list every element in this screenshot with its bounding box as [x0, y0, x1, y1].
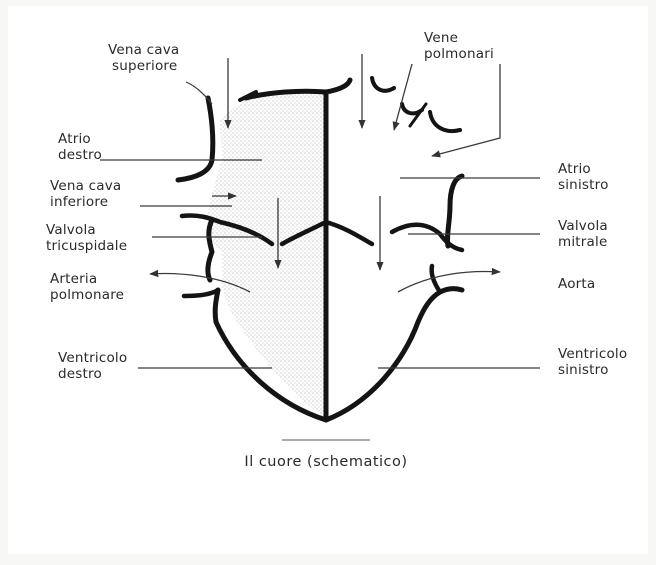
label-vena-cava-inferiore-2: inferiore: [50, 194, 108, 210]
left-ventricle-outer-wall: [326, 289, 462, 420]
label-ventricolo-sinistro-2: sinistro: [558, 362, 609, 378]
label-vena-cava-superiore-1: Vena cava: [108, 42, 179, 58]
label-valvola-tricuspidale-1: Valvola: [46, 222, 96, 238]
label-vene-polmonari-1: Vene: [424, 30, 458, 46]
pulmonary-artery-stub: [184, 290, 218, 296]
right-atrium-wall: [178, 98, 213, 180]
label-vene-polmonari-2: polmonari: [424, 46, 494, 62]
label-ventricolo-sinistro-1: Ventricolo: [558, 346, 627, 362]
label-valvola-tricuspidale-2: tricuspidale: [46, 238, 127, 254]
label-ventricolo-destro-2: destro: [58, 366, 102, 382]
pv-flow-arrow-3: [432, 64, 500, 156]
label-vena-cava-superiore-2: superiore: [112, 58, 177, 74]
label-aorta: Aorta: [558, 276, 595, 292]
label-atrio-sinistro-1: Atrio: [558, 161, 591, 177]
pulmonary-vein-1: [372, 78, 394, 91]
label-arteria-polmonare-1: Arteria: [50, 271, 97, 287]
label-atrio-destro-1: Atrio: [58, 131, 91, 147]
mitral-leaflet-right: [392, 225, 462, 250]
label-arteria-polmonare-2: polmonare: [50, 287, 124, 303]
label-atrio-sinistro-2: sinistro: [558, 177, 609, 193]
left-atrium-wall: [447, 176, 462, 246]
label-atrio-destro-2: destro: [58, 147, 102, 163]
pulmonary-vein-3: [430, 112, 460, 131]
label-valvola-mitrale-2: mitrale: [558, 234, 607, 250]
mitral-leaflet-left: [326, 222, 372, 244]
label-ventricolo-destro-1: Ventricolo: [58, 350, 127, 366]
label-valvola-mitrale-1: Valvola: [558, 218, 608, 234]
right-valve-wall: [208, 220, 212, 280]
caption: Il cuore (schematico): [244, 454, 407, 470]
label-vena-cava-inferiore-1: Vena cava: [50, 178, 121, 194]
aorta-stub: [432, 266, 440, 292]
pv-flow-arrow-2: [394, 64, 412, 130]
venous-blood-shading: [205, 92, 325, 418]
